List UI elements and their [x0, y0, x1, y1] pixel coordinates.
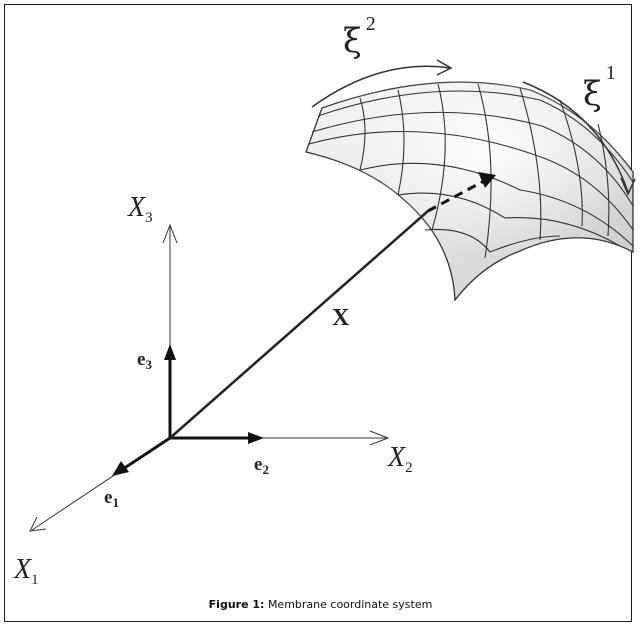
grid-line [359, 97, 366, 171]
xi2-direction-arrow [311, 65, 451, 108]
caption-label: Figure 1: [208, 598, 265, 611]
position-vector-arrowhead [478, 172, 496, 188]
e2-label: e2 [254, 454, 269, 477]
position-vector-label: X [332, 305, 350, 331]
grid-line [397, 89, 405, 196]
e1-arrowhead [112, 461, 129, 476]
e3-arrowhead [164, 344, 176, 360]
xi1-arrowhead [620, 177, 636, 196]
axis-x3-arrowhead [162, 223, 178, 244]
axis-x2-arrowhead [369, 430, 390, 446]
grid-line [359, 162, 634, 247]
position-vector-dashed [427, 179, 485, 213]
x2-axis-label: X2 [387, 442, 413, 476]
grid-line [559, 99, 583, 227]
xi1-label: ξ1 [583, 62, 616, 114]
x3-axis-label: X3 [127, 192, 153, 226]
grid-line [519, 87, 542, 241]
grid-line [308, 130, 634, 231]
position-vector [169, 172, 496, 439]
membrane-surface [305, 81, 634, 302]
e3-label: e3 [137, 349, 152, 372]
position-vector-line [169, 210, 429, 439]
x1-axis-label: X1 [13, 554, 39, 588]
figure-caption: Figure 1: Membrane coordinate system [0, 598, 641, 611]
e2-arrowhead [248, 432, 264, 444]
surface-grid [308, 83, 634, 259]
grid-line [397, 192, 621, 247]
xi2-arrowhead [436, 59, 453, 76]
axis-x1-arrowhead [29, 516, 47, 532]
grid-line [597, 123, 610, 237]
grid-line [424, 228, 561, 253]
basis-vectors [112, 344, 264, 476]
xi1-direction-arrow [522, 81, 629, 193]
curvilinear-arrows [311, 59, 636, 196]
global-axes [29, 223, 390, 532]
grid-line [431, 83, 446, 231]
grid-line [311, 111, 634, 207]
caption-text: Membrane coordinate system [267, 598, 433, 611]
e1-vector-line [122, 436, 171, 471]
e1-label: e1 [104, 487, 119, 510]
grid-line [477, 83, 492, 259]
